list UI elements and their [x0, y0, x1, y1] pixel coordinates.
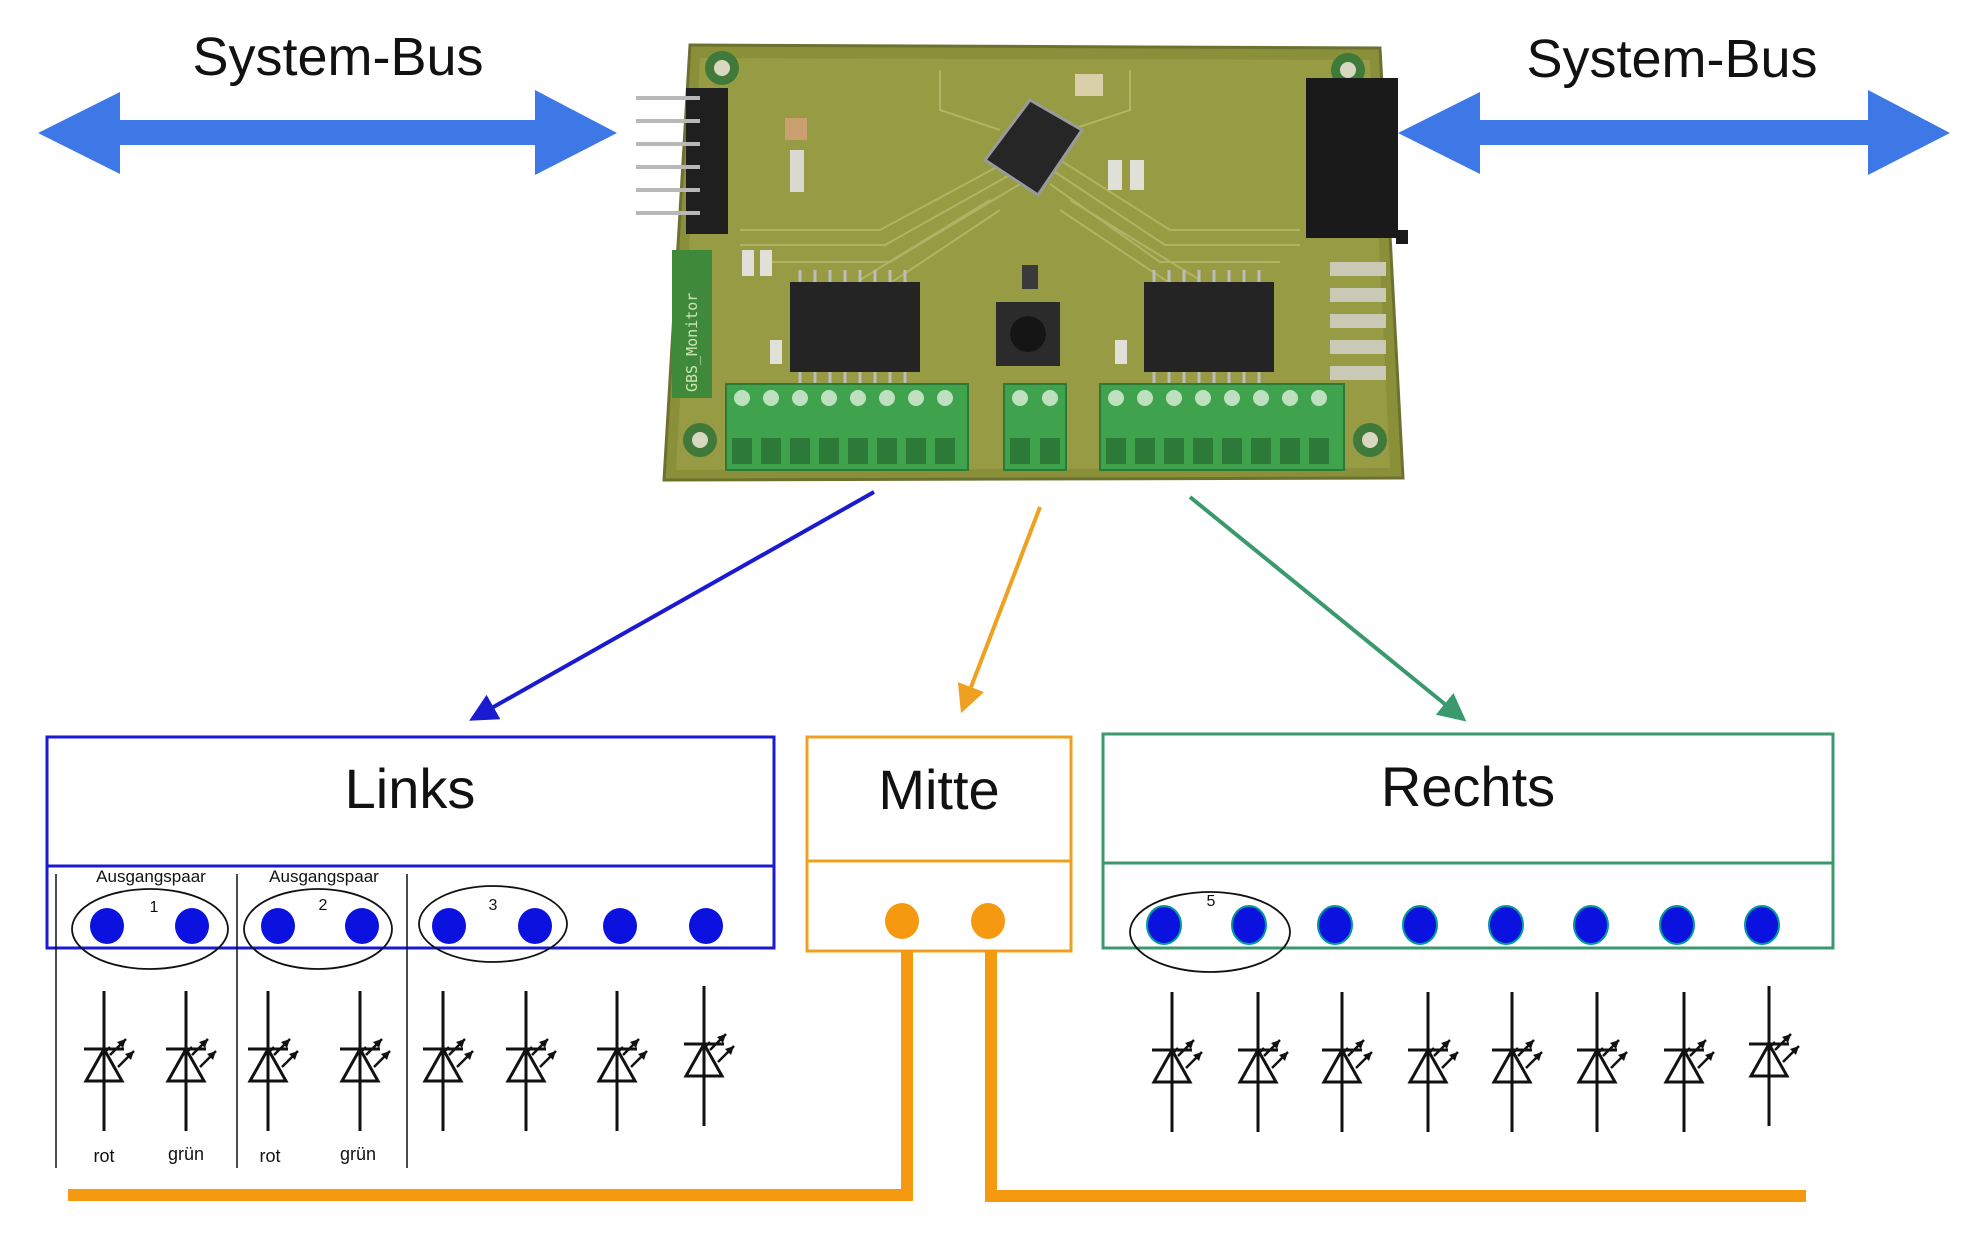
rechts-led-symbols: [1150, 984, 1801, 1134]
rechts-output-3: [1317, 905, 1353, 945]
rechts-title: Rechts: [1381, 755, 1555, 818]
terminal-block-right: [1099, 383, 1345, 471]
led-diode-icon: [682, 984, 736, 1128]
led-diode-icon: [1236, 990, 1290, 1134]
driver-chip-left: [790, 282, 920, 372]
links-pair-dividers: [55, 874, 408, 1168]
system-bus-arrow-left: [38, 90, 617, 175]
driver-chip-right: [1144, 282, 1274, 372]
microcontroller-chip: [982, 98, 1085, 198]
lamp-label-gruen-1: grün: [168, 1144, 204, 1164]
rechts-group: Rechts: [1101, 732, 1835, 950]
links-title: Links: [345, 757, 476, 820]
led-diode-icon: [595, 989, 649, 1133]
arrow-to-mitte: [957, 506, 1042, 714]
links-output-5: [432, 908, 466, 944]
common-wire-right: [985, 950, 1806, 1202]
links-output-2: [175, 908, 209, 944]
links-output-terminals: [90, 908, 723, 944]
output-pair-2-caption: Ausgangspaar: [269, 867, 379, 886]
links-output-8: [689, 908, 723, 944]
lamp-label-rot-1: rot: [93, 1146, 114, 1166]
socket-header-right: [1306, 78, 1408, 244]
led-diode-icon: [1150, 990, 1204, 1134]
rechts-output-terminals: [1146, 905, 1780, 945]
push-button-component: [996, 265, 1060, 366]
rechts-output-8: [1744, 905, 1780, 945]
led-diode-icon: [1575, 990, 1629, 1134]
links-led-symbols: [82, 984, 736, 1133]
rechts-output-5: [1488, 905, 1524, 945]
pcb-silkscreen-label: GBS_Monitor: [683, 293, 701, 392]
output-pair-1: Ausgangspaar 1: [71, 867, 229, 970]
rechts-output-6: [1573, 905, 1609, 945]
output-pair-2: Ausgangspaar 2: [243, 867, 393, 970]
links-output-1: [90, 908, 124, 944]
led-diode-icon: [504, 989, 558, 1133]
lamp-label-gruen-2: grün: [340, 1144, 376, 1164]
led-diode-icon: [1320, 990, 1374, 1134]
led-diode-icon: [1662, 990, 1716, 1134]
system-bus-label-left: System-Bus: [192, 27, 483, 87]
rechts-output-1: [1146, 905, 1182, 945]
output-pair-1-number: 1: [150, 899, 159, 916]
terminal-block-middle: [1003, 383, 1067, 471]
output-pair-5: 5: [1129, 891, 1291, 973]
mitte-output-1: [885, 903, 919, 939]
mounting-holes: [683, 51, 1387, 457]
links-output-3: [261, 908, 295, 944]
mitte-output-terminals: [885, 903, 1005, 939]
led-diode-icon: [246, 989, 300, 1133]
links-output-6: [518, 908, 552, 944]
pin-header-left: [636, 88, 728, 234]
led-diode-icon: [164, 989, 218, 1133]
terminal-block-left: [725, 383, 969, 471]
output-pair-3-number: 3: [489, 897, 498, 914]
led-diode-icon: [1406, 990, 1460, 1134]
led-diode-icon: [1490, 990, 1544, 1134]
rechts-output-7: [1659, 905, 1695, 945]
common-wire-left: [68, 950, 913, 1201]
arrow-to-rechts: [1188, 495, 1467, 722]
lamp-label-rot-2: rot: [259, 1146, 280, 1166]
mitte-group: Mitte: [805, 735, 1073, 953]
rechts-output-2: [1231, 905, 1267, 945]
led-diode-icon: [1747, 984, 1801, 1128]
rechts-output-4: [1402, 905, 1438, 945]
led-diode-icon: [421, 989, 475, 1133]
links-output-7: [603, 908, 637, 944]
output-pair-2-number: 2: [319, 897, 328, 914]
mitte-title: Mitte: [878, 758, 999, 821]
pcb-board-photo: GBS_Monitor: [636, 43, 1408, 482]
arrow-to-links: [469, 490, 875, 721]
links-group: Links: [45, 735, 776, 950]
system-bus-arrow-right: [1398, 90, 1950, 175]
system-bus-label-right: System-Bus: [1526, 29, 1817, 89]
led-diode-icon: [82, 989, 136, 1133]
output-pair-3: 3: [418, 885, 568, 963]
led-diode-icon: [338, 989, 392, 1133]
mitte-output-2: [971, 903, 1005, 939]
links-output-4: [345, 908, 379, 944]
output-pair-5-number: 5: [1207, 893, 1216, 910]
output-pair-1-caption: Ausgangspaar: [96, 867, 206, 886]
